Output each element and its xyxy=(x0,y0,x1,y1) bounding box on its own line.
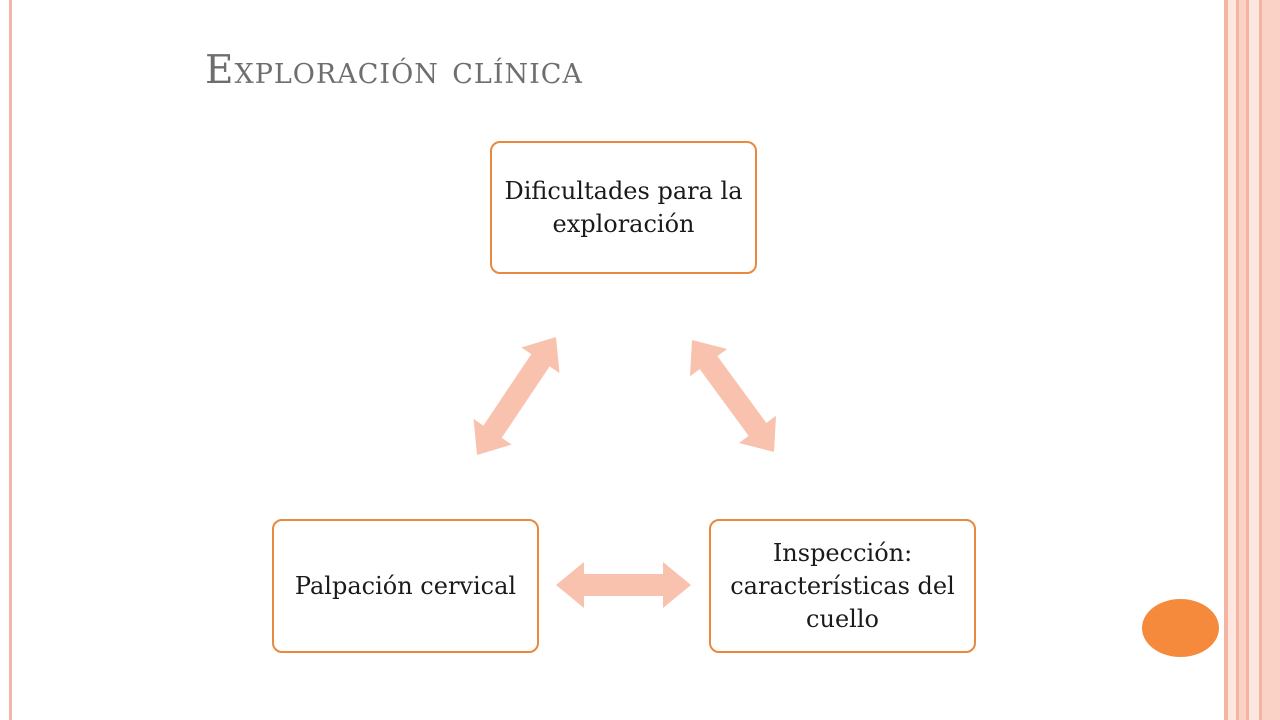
node-difficulties-label: Dificultades para la exploración xyxy=(504,176,743,238)
frame-stripe xyxy=(1249,0,1259,720)
node-difficulties: Dificultades para la exploración xyxy=(490,141,757,274)
frame-stripe xyxy=(1246,0,1249,720)
node-inspection-label: Inspección: características del cuello xyxy=(730,538,955,633)
accent-circle xyxy=(1142,599,1219,657)
frame-left-line xyxy=(9,0,12,720)
double-arrow-left-top xyxy=(473,337,560,455)
frame-stripe xyxy=(1228,0,1236,720)
frame-right-stripes xyxy=(1224,0,1280,720)
node-palpation-label: Palpación cervical xyxy=(294,571,517,600)
frame-stripe xyxy=(1236,0,1239,720)
frame-stripe xyxy=(1239,0,1246,720)
node-inspection: Inspección: características del cuello xyxy=(709,519,976,653)
frame-stripe xyxy=(1259,0,1262,720)
frame-stripe xyxy=(1224,0,1228,720)
double-arrow-right-left xyxy=(556,562,691,608)
node-palpation: Palpación cervical xyxy=(272,519,539,653)
frame-stripe xyxy=(1262,0,1280,720)
double-arrow-top-right xyxy=(690,340,776,452)
slide-title: Exploración clínica xyxy=(205,48,583,93)
